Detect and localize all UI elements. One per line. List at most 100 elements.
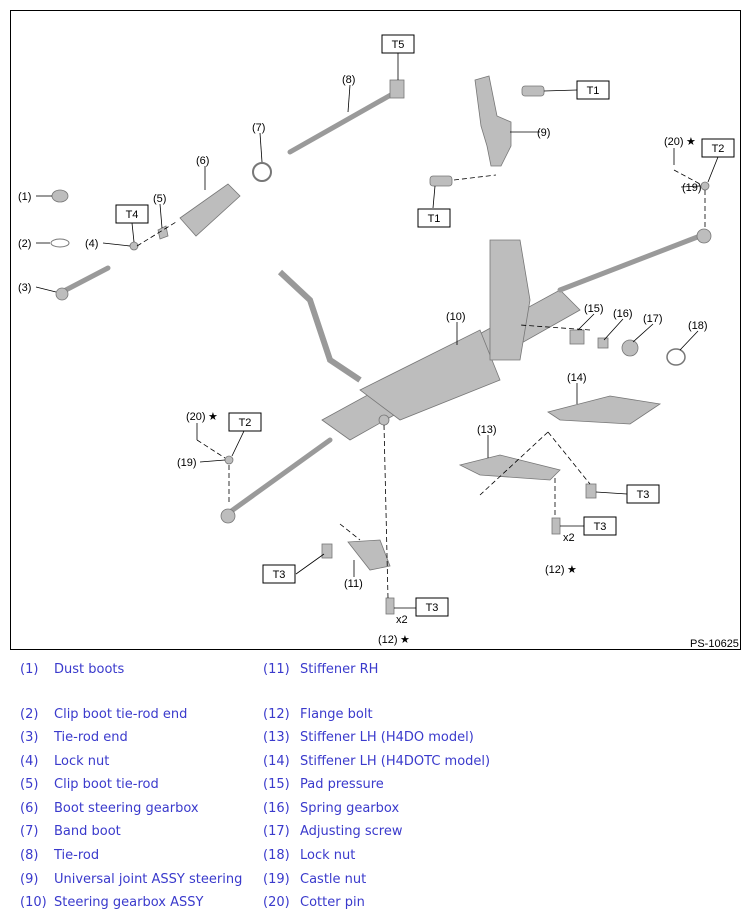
torque-t3: T3 (426, 602, 439, 614)
callout-15: (15) (584, 303, 604, 315)
legend-number: (9) (20, 872, 39, 887)
pipe-part (277, 269, 362, 383)
legend-text: Lock nut (54, 754, 110, 769)
legend-number: (7) (20, 824, 39, 839)
tie-rod-part (287, 89, 399, 155)
legend-text: Tie-rod end (54, 730, 128, 745)
legend-text: Universal joint ASSY steering (54, 872, 243, 887)
callout-11: (11) (344, 578, 363, 590)
stiffener-rh-part (347, 539, 391, 571)
callout-12b: (12) (545, 564, 565, 576)
callout-8: (8) (342, 74, 355, 86)
callout-20b: (20) (664, 136, 684, 148)
legend-text: Band boot (54, 824, 121, 839)
torque-t1: T1 (587, 85, 600, 97)
adjusting-screw-part (621, 339, 639, 357)
bolt-t1-top-part (521, 85, 545, 97)
steering-gearbox-housing-part (359, 329, 501, 421)
legend-number: (11) (263, 662, 290, 677)
callout-17: (17) (643, 313, 663, 325)
clip-boot-tie-rod-end-part (50, 238, 70, 248)
callout-3: (3) (18, 282, 31, 294)
legend-number: (20) (263, 895, 290, 910)
legend-text: Clip boot tie-rod end (54, 707, 188, 722)
callout-5: (5) (153, 193, 166, 205)
torque-t3: T3 (594, 521, 607, 533)
star-icon: ★ (567, 564, 577, 576)
boot-steering-gearbox-left-part (179, 183, 241, 237)
star-icon: ★ (400, 634, 410, 646)
figure-id: PS-10625 (690, 638, 739, 650)
torque-boxes: T5 T1 T1 T4 T2 T2 T3 T3 T3 T3 (115, 34, 735, 617)
legend-number: (18) (263, 848, 290, 863)
tie-rod-end-lower-part (227, 437, 333, 515)
spring-gearbox-part (597, 337, 609, 349)
dust-boot-part (51, 189, 69, 203)
gearbox-valve-part (489, 239, 531, 361)
legend-number: (8) (20, 848, 39, 863)
legend-number: (6) (20, 801, 39, 816)
legend-number: (10) (20, 895, 47, 910)
diagram-frame (10, 10, 741, 650)
legend-text: Tie-rod (54, 848, 100, 863)
torque-t4: T4 (126, 209, 139, 221)
legend-number: (3) (20, 730, 39, 745)
callout-19a: (19) (177, 457, 197, 469)
legend-text: Cotter pin (300, 895, 365, 910)
callout-20a: (20) (186, 411, 206, 423)
callout-19b: (19) (682, 182, 702, 194)
torque-t1: T1 (428, 213, 441, 225)
legend-number: (4) (20, 754, 39, 769)
callout-18: (18) (688, 320, 708, 332)
legend-number: (5) (20, 777, 39, 792)
legend-number: (1) (20, 662, 39, 677)
tie-rod-joint-part (389, 79, 405, 99)
legend-text: Spring gearbox (300, 801, 400, 816)
legend-text: Stiffener LH (H4DOTC model) (300, 754, 491, 769)
tie-rod-end-left-part (59, 265, 111, 295)
legend-number: (13) (263, 730, 290, 745)
pad-pressure-part (569, 329, 585, 345)
star-icon: ★ (208, 411, 218, 423)
qty-label: x2 (563, 532, 575, 544)
legend-text: Dust boots (54, 662, 125, 677)
legend-text: Castle nut (300, 872, 367, 887)
callout-12a: (12) (378, 634, 398, 646)
legend-number: (19) (263, 872, 290, 887)
legend-text: Stiffener LH (H4DO model) (300, 730, 474, 745)
exploded-view-diagram: (1) (2) (3) (4) (5) (6) (7) (8) (9) (10)… (18, 34, 739, 650)
legend-number: (16) (263, 801, 290, 816)
torque-t2: T2 (239, 417, 252, 429)
lock-nut-right-part (666, 348, 686, 366)
bolt-t1-part (429, 175, 453, 187)
callout-13: (13) (477, 424, 497, 436)
legend-text: Adjusting screw (300, 824, 403, 839)
legend-text: Lock nut (300, 848, 356, 863)
torque-t5: T5 (392, 39, 405, 51)
leader-lines (35, 53, 719, 609)
callout-6: (6) (196, 155, 209, 167)
legend-number: (15) (263, 777, 290, 792)
legend-text: Pad pressure (300, 777, 384, 792)
torque-t3: T3 (273, 569, 286, 581)
callout-9: (9) (537, 127, 550, 139)
qty-label: x2 (396, 614, 408, 626)
callout-2: (2) (18, 238, 31, 250)
legend-number: (2) (20, 707, 39, 722)
parts-drawing (50, 75, 712, 615)
callout-10: (10) (446, 311, 466, 323)
callout-4: (4) (85, 238, 98, 250)
clip-boot-tie-rod-part (157, 225, 169, 240)
band-boot-part (252, 162, 272, 182)
tie-rod-right-part (557, 233, 703, 293)
legend-text: Flange bolt (300, 707, 373, 722)
callout-7: (7) (252, 122, 265, 134)
callout-1: (1) (18, 191, 31, 203)
legend-text: Clip boot tie-rod (54, 777, 159, 792)
callout-16: (16) (613, 308, 633, 320)
legend-text: Stiffener RH (300, 662, 379, 677)
star-icon: ★ (686, 136, 696, 148)
torque-t2: T2 (712, 143, 725, 155)
legend-number: (14) (263, 754, 290, 769)
lock-nut-left-part (129, 241, 139, 251)
